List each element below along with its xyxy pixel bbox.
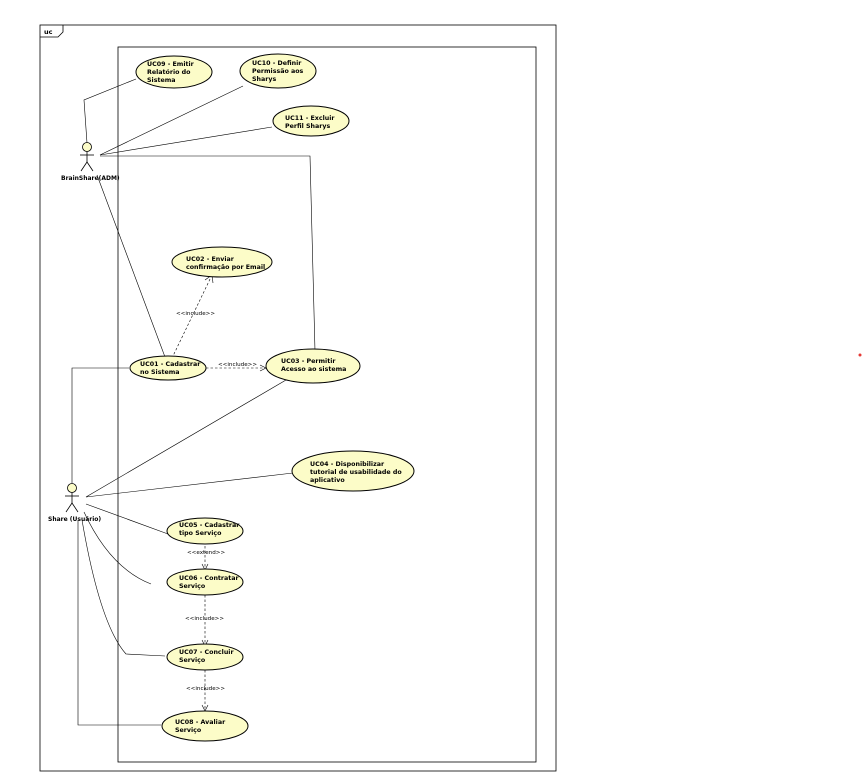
use-case-uc05[interactable]: UC05 - Cadastrar tipo Serviço xyxy=(166,517,244,545)
assoc-user-uc08 xyxy=(77,520,161,726)
actor-user-label: Share (Usuário) xyxy=(48,516,101,523)
dep-uc07-uc08-label: <<include>> xyxy=(186,686,225,692)
dep-uc06-uc07-label: <<include>> xyxy=(185,616,224,622)
assoc-admin-uc01 xyxy=(96,174,166,358)
use-case-uc08-label: UC08 - Avaliar Serviço xyxy=(175,719,227,734)
use-case-uc06-ellipse xyxy=(166,568,244,596)
use-case-uc11-ellipse xyxy=(272,105,350,137)
actor-user[interactable]: Share (Usuário) xyxy=(48,483,101,524)
use-case-uc01-label: UC01 - Cadastrar no Sistema xyxy=(140,361,203,376)
associations xyxy=(71,78,316,726)
use-case-uc06[interactable]: UC06 - Contratar Serviço xyxy=(166,568,244,596)
use-case-uc02-ellipse xyxy=(171,246,273,278)
assoc-user-uc01 xyxy=(71,367,129,483)
use-case-uc09-label: UC09 - Emitir Relatório do Sistema xyxy=(147,61,196,84)
use-case-uc01[interactable]: UC01 - Cadastrar no Sistema xyxy=(129,355,207,381)
use-case-uc03-label: UC03 - Permitir Acesso ao sistema xyxy=(281,358,346,373)
dep-uc01-uc02 xyxy=(172,274,213,357)
use-case-uc07[interactable]: UC07 - Concluir Serviço xyxy=(166,643,244,671)
assoc-admin-uc10 xyxy=(99,85,244,156)
use-case-uc01-ellipse xyxy=(129,355,207,381)
actor-admin[interactable]: BrainShare(ADM) xyxy=(61,142,120,183)
use-case-uc05-label: UC05 - Cadastrar tipo Serviço xyxy=(179,522,242,537)
use-case-uc06-label: UC06 - Contratar Serviço xyxy=(179,575,241,590)
use-case-uc02-label: UC02 - Enviar confirmação por Email xyxy=(186,256,265,271)
assoc-admin-uc09 xyxy=(83,78,137,144)
use-case-uc07-ellipse xyxy=(166,643,244,671)
uc-frame-tab xyxy=(40,25,64,38)
system-boundary xyxy=(117,46,537,763)
stray-marker-dot xyxy=(858,353,862,357)
assoc-user-uc03 xyxy=(85,379,287,498)
assoc-user-uc05 xyxy=(85,503,169,535)
assoc-admin-uc11 xyxy=(99,126,273,156)
use-case-uc02[interactable]: UC02 - Enviar confirmação por Email xyxy=(171,246,273,278)
actor-admin-label: BrainShare(ADM) xyxy=(61,175,120,182)
use-case-uc03-ellipse xyxy=(265,348,361,384)
actor-user-legs xyxy=(65,502,79,513)
use-case-uc08[interactable]: UC08 - Avaliar Serviço xyxy=(161,710,249,742)
use-case-uc05-ellipse xyxy=(166,517,244,545)
dep-uc01-uc02-label: <<include>> xyxy=(176,311,215,317)
use-case-uc04-label: UC04 - Disponibilizar tutorial de usabil… xyxy=(310,461,404,484)
assoc-user-uc07 xyxy=(81,519,166,657)
use-case-uc07-label: UC07 - Concluir Serviço xyxy=(179,649,236,664)
actor-user-head xyxy=(67,483,77,493)
use-case-uc08-ellipse xyxy=(161,710,249,742)
actor-admin-legs xyxy=(80,161,94,172)
uc-frame xyxy=(39,24,557,772)
use-case-uc04-ellipse xyxy=(291,450,415,492)
actor-admin-head xyxy=(82,142,92,152)
use-case-uc03[interactable]: UC03 - Permitir Acesso ao sistema xyxy=(265,348,361,384)
uc-frame-tag: uc xyxy=(44,28,53,36)
dep-uc05-uc06-label: <<extend>> xyxy=(187,550,225,556)
use-case-uc04[interactable]: UC04 - Disponibilizar tutorial de usabil… xyxy=(291,450,415,492)
use-case-uc10-ellipse xyxy=(239,53,317,89)
dependencies: <<include>> <<include>> <<extend>> <<inc… xyxy=(172,274,267,712)
use-case-uc10-label: UC10 - Definir Permissão aos Sharys xyxy=(252,60,306,83)
use-case-uc09-ellipse xyxy=(135,55,213,89)
assoc-user-uc06 xyxy=(83,511,152,585)
assoc-admin-uc03 xyxy=(100,155,316,352)
use-case-uc11[interactable]: UC11 - Excluir Perfil Sharys xyxy=(272,105,350,137)
dep-uc01-uc03-label: <<include>> xyxy=(218,362,257,368)
use-case-uc11-label: UC11 - Excluir Perfil Sharys xyxy=(285,115,337,130)
assoc-user-uc04 xyxy=(85,472,294,498)
use-case-uc10[interactable]: UC10 - Definir Permissão aos Sharys xyxy=(239,53,317,89)
use-case-uc09[interactable]: UC09 - Emitir Relatório do Sistema xyxy=(135,55,213,89)
